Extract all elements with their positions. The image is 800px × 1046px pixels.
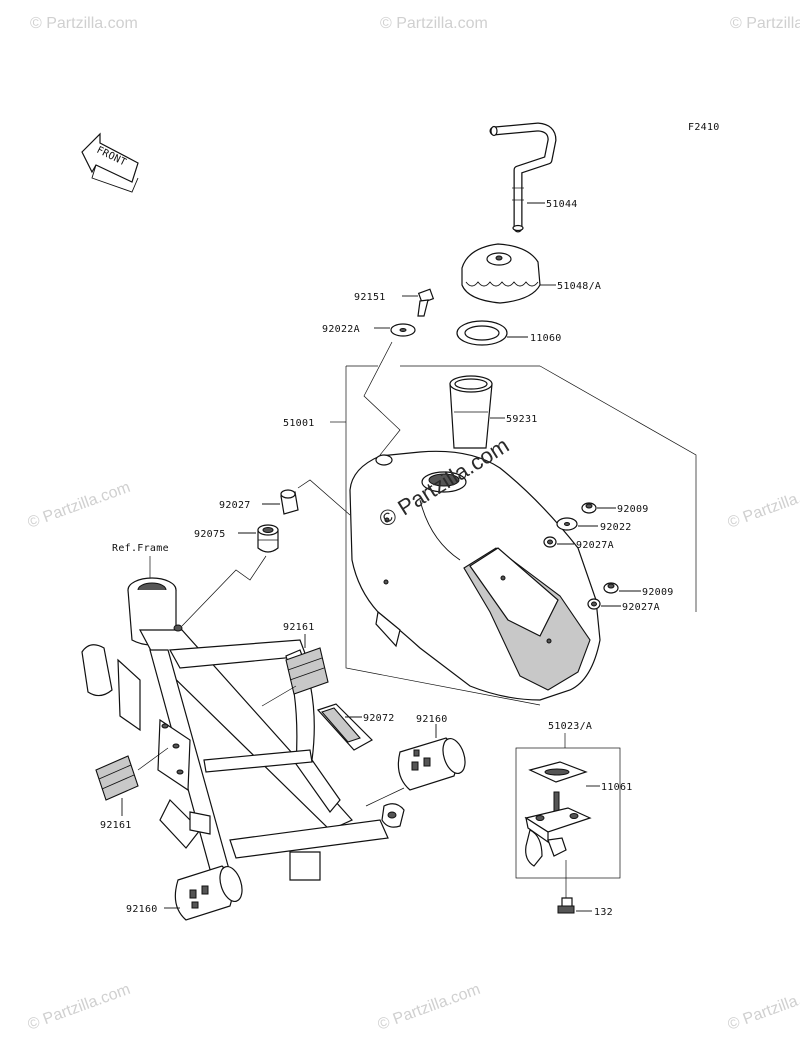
fuel-cock-51023A — [524, 791, 592, 867]
damper-92161-lower — [95, 755, 139, 801]
damper-92027A-upper — [543, 536, 557, 548]
part-label-51044: 51044 — [546, 199, 578, 210]
bolt-92009-upper — [581, 502, 597, 514]
frame-reference — [81, 577, 405, 885]
washer-92022A — [390, 323, 416, 337]
fuel-tank-51001 — [349, 450, 601, 701]
part-label-92072: 92072 — [363, 713, 395, 724]
gasket-11060 — [456, 320, 508, 346]
part-label-92022A: 92022A — [322, 324, 360, 335]
tank-bracket — [330, 341, 697, 706]
damper-92161-upper — [285, 647, 329, 695]
part-label-51001: 51001 — [283, 418, 315, 429]
watermark: © Partzilla.com — [376, 981, 483, 1034]
gasket-11061 — [528, 761, 588, 783]
watermark: © Partzilla.com — [26, 981, 133, 1034]
damper-92027 — [280, 489, 299, 515]
part-label-11060: 11060 — [530, 333, 562, 344]
part-label-92027A-upper: 92027A — [576, 540, 614, 551]
part-label-92009-upper: 92009 — [617, 504, 649, 515]
watermark: © Partzilla.com — [730, 15, 800, 32]
part-label-92027A-lower: 92027A — [622, 602, 660, 613]
part-label-92160-upper: 92160 — [416, 714, 448, 725]
part-label-92075: 92075 — [194, 529, 226, 540]
front-arrow-icon: FRONT — [81, 132, 139, 193]
damper-92027A-lower — [587, 598, 601, 610]
bolt-132 — [557, 860, 575, 914]
pad-92072 — [316, 703, 373, 751]
fuel-cap-51048A — [461, 243, 541, 304]
watermark: © Partzilla.com — [380, 15, 488, 32]
part-label-92022: 92022 — [600, 522, 632, 533]
ref-frame-label: Ref.Frame — [112, 543, 169, 554]
breather-hose-51044 — [489, 122, 557, 233]
part-label-51023A: 51023/A — [548, 721, 592, 732]
part-label-11061: 11061 — [601, 782, 633, 793]
grommet-92075 — [257, 524, 279, 553]
damper-92160-lower — [174, 865, 243, 921]
fuel-cock-box — [515, 747, 621, 879]
bolt-92009-lower — [603, 582, 619, 594]
diagram-code: F2410 — [688, 122, 720, 133]
part-label-51048A: 51048/A — [557, 281, 601, 292]
part-label-92009-lower: 92009 — [642, 587, 674, 598]
part-label-132: 132 — [594, 907, 613, 918]
part-label-92151: 92151 — [354, 292, 386, 303]
part-label-92161-upper: 92161 — [283, 622, 315, 633]
watermark: © Partzilla.com — [726, 981, 800, 1034]
watermark: © Partzilla.com — [30, 15, 138, 32]
washer-92022 — [556, 517, 578, 531]
part-label-59231: 59231 — [506, 414, 538, 425]
watermark: © Partzilla.com — [726, 479, 800, 532]
part-label-92160-lower: 92160 — [126, 904, 158, 915]
damper-92160-upper — [397, 737, 466, 791]
filler-neck-59231 — [449, 375, 493, 449]
part-label-92161-lower: 92161 — [100, 820, 132, 831]
part-label-92027: 92027 — [219, 500, 251, 511]
watermark: © Partzilla.com — [26, 479, 133, 532]
bolt-92151 — [417, 288, 435, 317]
